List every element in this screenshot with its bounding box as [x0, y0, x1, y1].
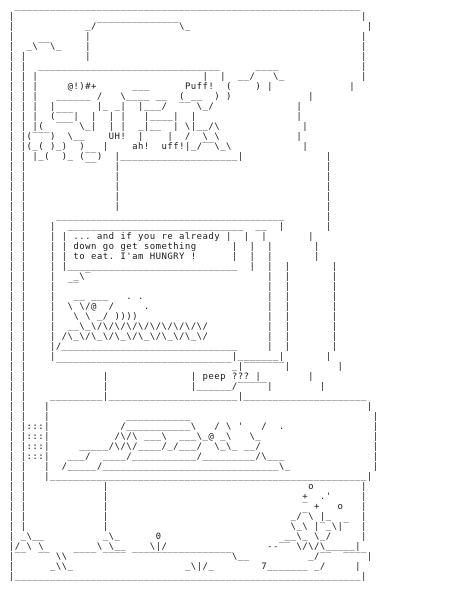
exclamation-uh: UH!: [108, 132, 127, 142]
speech-line-3: to eat. I'am HUNGRY !: [73, 252, 197, 262]
peep-speech: peep ???: [202, 372, 250, 382]
exclamation-uff: uff!: [161, 142, 185, 152]
speech-line-2: down go get something: [73, 242, 197, 252]
exclamation-ah: ah!: [132, 142, 150, 152]
exclamation-puff: Puff!: [184, 82, 215, 92]
ascii-art-comic: ________________________________________…: [8, 2, 379, 582]
exclamation-curse: @!)#+: [67, 82, 97, 92]
speech-line-1: ... and if you re already: [73, 232, 221, 242]
